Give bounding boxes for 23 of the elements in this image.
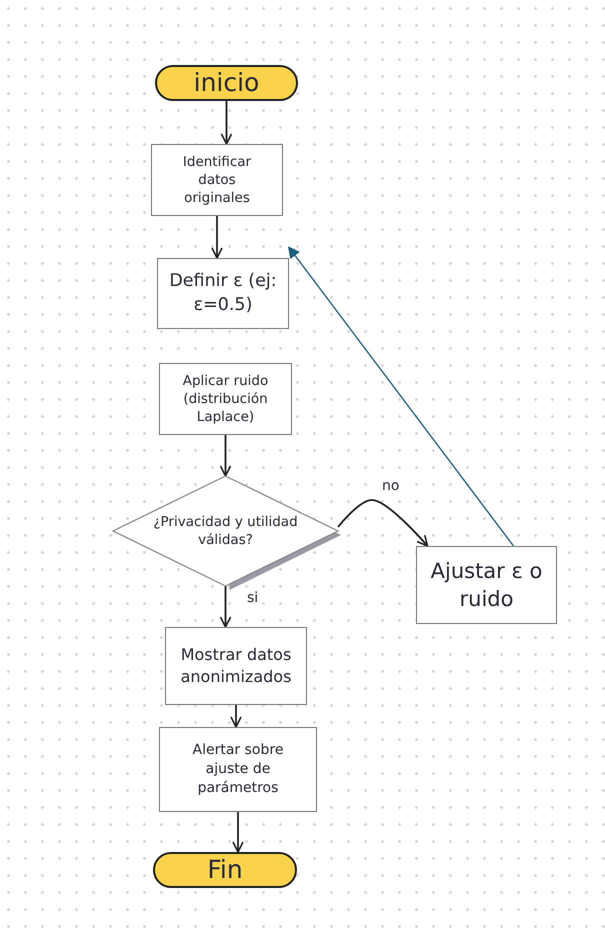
node-text: Identificar datos originales [182,152,252,208]
process-box [159,363,292,435]
arrow [211,216,223,259]
node-text: Mostrar datos anonimizados [180,644,292,688]
arrow [288,246,514,546]
node-text: Aplicar ruido (distribución Laplace) [182,372,270,426]
node-text: Definir ε (ej: ε=0.5) [168,270,278,316]
process-box [157,258,289,329]
node-text: Alertar sobre ajuste de parámetros [192,741,284,798]
process-box [159,727,317,812]
process-box [151,144,283,216]
process-box [165,627,307,705]
arrow [230,705,242,728]
terminal-text: Fin [207,854,243,886]
arrow [220,435,232,477]
terminator-pill [153,852,297,888]
process-box [416,546,557,624]
terminator-pill [155,65,298,101]
arrow [220,101,232,145]
arrow [220,586,232,628]
terminal-text: inicio [194,67,260,100]
node-text: Ajustar ε o ruido [430,558,544,613]
arrow [232,812,244,853]
